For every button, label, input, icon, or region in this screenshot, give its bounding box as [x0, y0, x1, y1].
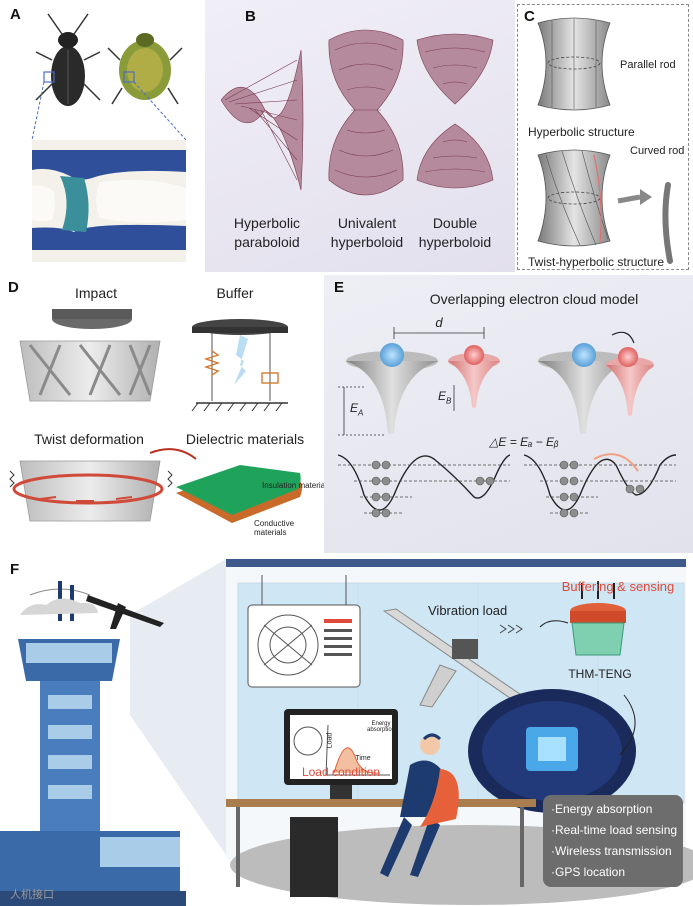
delta-e-equation: △E = Eₐ − Eᵦ [489, 435, 559, 449]
panel-d-label: D [8, 279, 19, 296]
feature-item: ·Real-time load sensing [551, 823, 678, 837]
panel-f: F [0, 555, 693, 906]
electron-cloud-title: Overlapping electron cloud model [429, 291, 639, 307]
panel-a-illustration [31, 13, 187, 262]
desk [226, 799, 536, 807]
label-dielectric-materials: Dielectric materials [185, 431, 305, 447]
dielectric-layers-icon [176, 465, 302, 523]
label-double-hyperboloid: Double hyperboloid [407, 214, 503, 252]
panel-b-shapes [220, 29, 494, 196]
label-monitor-energy: Energy absorption [366, 721, 396, 733]
eb-subscript: B [446, 396, 452, 406]
watermark: 人机接口 [10, 889, 54, 901]
twist-hyperbolic-structure-icon [537, 149, 673, 264]
label-load-condition: Load condition [301, 765, 381, 779]
shape-line1: Univalent [337, 215, 397, 231]
eb-symbol: E [438, 389, 447, 403]
label-buffer: Buffer [216, 285, 254, 301]
label-curved-rod: Curved rod [630, 145, 685, 157]
shape-line2: hyperboloid [330, 234, 404, 250]
label-conductive-materials: Conductive materials [254, 519, 295, 537]
buffer-circuit-icon [191, 319, 288, 412]
label-monitor-time: Time [355, 755, 371, 762]
panel-c: C Parallel rod Hyperbolic structure Curv… [517, 4, 689, 270]
hyperbolic-paraboloid-shape [220, 49, 304, 191]
label-thm-teng: THM-TENG [568, 667, 632, 681]
shape-line1: Double [432, 215, 478, 231]
flow-arrow [619, 694, 636, 756]
control-tower-icon [0, 581, 186, 906]
label-impact: Impact [74, 285, 117, 301]
shape-line2: paraboloid [234, 234, 300, 250]
panel-b: B Hyperbolic paraboloid Univalent hyperb… [205, 0, 515, 272]
feature-item: ·Wireless transmission [551, 844, 672, 858]
label-monitor-load: Load [326, 732, 334, 749]
well-pair-overlapped [538, 331, 654, 434]
twist-deformation-icon [9, 448, 197, 522]
micrograph-image [32, 140, 186, 262]
chip-energy-disk-icon [468, 689, 636, 813]
shape-line2: hyperboloid [418, 234, 492, 250]
computer-tower [290, 817, 338, 897]
panel-a: A [0, 0, 205, 272]
airplane-icon [86, 595, 164, 629]
hyperbolic-structure-icon [537, 17, 611, 111]
ea-subscript: A [358, 408, 364, 418]
label-buffering-sensing: Buffering & sensing [561, 579, 675, 594]
green-beetle-image [107, 33, 183, 105]
electrons [371, 460, 645, 518]
label-insulation-material: Insulation material [262, 481, 327, 490]
panel-d: D Impact Buffer Twist deformation Dielec… [0, 275, 327, 553]
panel-a-label: A [10, 6, 21, 23]
view-cone [130, 559, 226, 855]
label-parallel-rod: Parallel rod [620, 59, 676, 71]
label-eb: EB [438, 389, 451, 405]
panel-d-illustration [9, 309, 302, 523]
operator-icon [380, 733, 459, 877]
well-pair-separated [338, 327, 500, 436]
panel-c-structures [537, 17, 673, 264]
univalent-hyperboloid-shape [328, 29, 404, 196]
computer-monitor-icon [284, 709, 398, 799]
label-ea: EA [350, 401, 363, 417]
panel-f-label: F [10, 561, 20, 578]
feature-item: ·Energy absorption [551, 802, 653, 816]
panel-e-illustration [337, 327, 677, 518]
ground-beetle-image [35, 13, 101, 106]
ea-symbol: E [350, 401, 359, 415]
panel-b-label: B [245, 8, 256, 25]
feature-item: ·GPS location [551, 865, 626, 879]
label-hyperbolic-structure: Hyperbolic structure [528, 125, 635, 139]
label-vibration-load: Vibration load [428, 603, 508, 618]
radar-display-icon [247, 575, 361, 688]
feature-list: ·Energy absorption ·Real-time load sensi… [543, 795, 683, 887]
label-twist-deformation: Twist deformation [34, 431, 144, 447]
cloud-icon [20, 598, 98, 615]
panel-e: E Overlapping electron cloud model [324, 275, 693, 553]
thm-teng-sensor-icon [539, 581, 626, 656]
panel-f-illustration [0, 559, 693, 906]
energy-levels [338, 464, 676, 514]
double-hyperboloid-shape [416, 33, 494, 189]
label-hyperbolic-paraboloid: Hyperbolic paraboloid [219, 214, 315, 252]
label-distance-d: d [435, 315, 443, 330]
label-twist-hyperbolic-structure: Twist-hyperbolic structure [528, 255, 665, 269]
panel-e-label: E [334, 279, 345, 296]
label-univalent-hyperboloid: Univalent hyperboloid [319, 214, 415, 252]
transfer-arrow [593, 453, 639, 472]
impact-lattice-icon [19, 309, 161, 402]
shape-line1: Hyperbolic [233, 215, 301, 231]
panel-c-label: C [524, 8, 535, 25]
